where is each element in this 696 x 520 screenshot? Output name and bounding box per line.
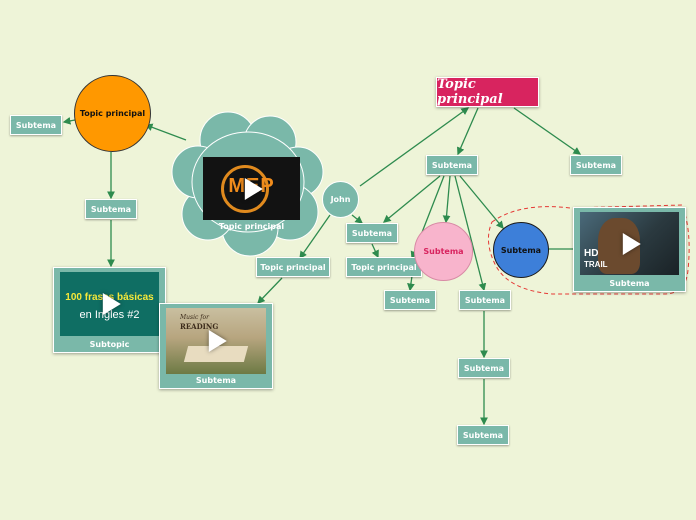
thumb-reading-line2: READING <box>180 322 219 331</box>
thumb-text-line2: en Ingles #2 <box>79 309 140 321</box>
link-cloud-orange <box>144 123 187 141</box>
video-caption-subtopic: Subtopic <box>89 340 130 349</box>
subtema-center-node[interactable]: Subtema <box>426 155 478 175</box>
video-card-reading[interactable]: Music for READING Subtema <box>159 303 273 389</box>
john-label: John <box>330 195 351 204</box>
link-center-pink <box>442 175 451 224</box>
video-thumbnail-trailer[interactable]: HD TRAIL <box>580 212 679 275</box>
subtema-chain-2-label: Subtema <box>463 363 505 373</box>
play-icon[interactable] <box>208 330 227 352</box>
video-caption-reading: Subtema <box>195 376 237 385</box>
blue-subtema-circle[interactable]: Subtema <box>493 222 549 278</box>
orange-topic-circle[interactable]: Topic principal <box>74 75 151 152</box>
link-john-topic-mid <box>299 214 331 260</box>
orange-topic-label: Topic principal <box>79 109 146 118</box>
subtema-left-label: Subtema <box>15 120 57 130</box>
subtema-under-orange-label: Subtema <box>90 204 132 214</box>
pink-subtema-label: Subtema <box>423 247 464 256</box>
play-icon[interactable] <box>622 232 641 255</box>
blue-subtema-label: Subtema <box>500 245 542 255</box>
video-thumbnail-subtopic[interactable]: 100 frases básicas en Ingles #2 <box>60 272 159 336</box>
link-center-blue <box>459 175 504 230</box>
topic-principal-b-node[interactable]: Topic principal <box>346 257 422 277</box>
subtema-right-label: Subtema <box>575 160 617 170</box>
link-subtema-a-topic-b <box>371 243 379 259</box>
link-center-subtema-a <box>382 175 441 223</box>
link-john-subtema-a <box>351 214 364 224</box>
subtema-under-b-label: Subtema <box>389 295 431 305</box>
subtema-a-node[interactable]: Subtema <box>346 223 398 243</box>
subtema-a-label: Subtema <box>351 228 393 238</box>
trailer-text-line2: TRAIL <box>584 260 608 269</box>
main-topic-title-label: Topic principal <box>437 77 503 107</box>
link-john-main-title <box>359 107 470 187</box>
topic-principal-mid-label: Topic principal <box>260 262 326 272</box>
play-icon[interactable] <box>244 177 263 200</box>
subtema-left-node[interactable]: Subtema <box>10 115 62 135</box>
subtema-chain-1-label: Subtema <box>464 295 506 305</box>
topic-principal-b-label: Topic principal <box>351 262 417 272</box>
mep-logo-ring <box>221 165 269 213</box>
link-main-title-subtema-center <box>457 107 479 156</box>
play-icon[interactable] <box>102 293 121 315</box>
subtema-chain-2-node[interactable]: Subtema <box>458 358 510 378</box>
video-card-trailer[interactable]: HD TRAIL Subtema <box>573 207 686 292</box>
link-topic-b-subtema-under <box>407 275 415 292</box>
link-orange-subtema-left <box>62 117 76 125</box>
subtema-center-label: Subtema <box>431 160 473 170</box>
video-thumbnail-reading[interactable]: Music for READING <box>166 308 266 374</box>
main-topic-title[interactable]: Topic principal <box>436 77 539 107</box>
cloud-video-thumbnail[interactable]: MEP <box>203 157 300 220</box>
pink-subtema-circle[interactable]: Subtema <box>414 222 473 281</box>
link-center-chain <box>454 175 487 292</box>
subtema-under-orange-node[interactable]: Subtema <box>85 199 137 219</box>
link-main-title-subtema-right <box>513 107 582 155</box>
subtema-chain-3-node[interactable]: Subtema <box>457 425 509 445</box>
link-topic-mid-reading <box>257 277 283 304</box>
subtema-chain-1-node[interactable]: Subtema <box>459 290 511 310</box>
topic-principal-mid-node[interactable]: Topic principal <box>256 257 330 277</box>
cloud-caption: Topic principal <box>218 222 285 231</box>
subtema-chain-3-label: Subtema <box>462 430 504 440</box>
video-card-subtopic[interactable]: 100 frases básicas en Ingles #2 Subtopic <box>53 267 166 353</box>
trailer-text-line1: HD <box>584 248 599 259</box>
subtema-under-b-node[interactable]: Subtema <box>384 290 436 310</box>
thumb-reading-line1: Music for <box>180 314 209 321</box>
john-circle[interactable]: John <box>322 181 359 218</box>
subtema-right-node[interactable]: Subtema <box>570 155 622 175</box>
video-caption-trailer: Subtema <box>609 279 650 288</box>
